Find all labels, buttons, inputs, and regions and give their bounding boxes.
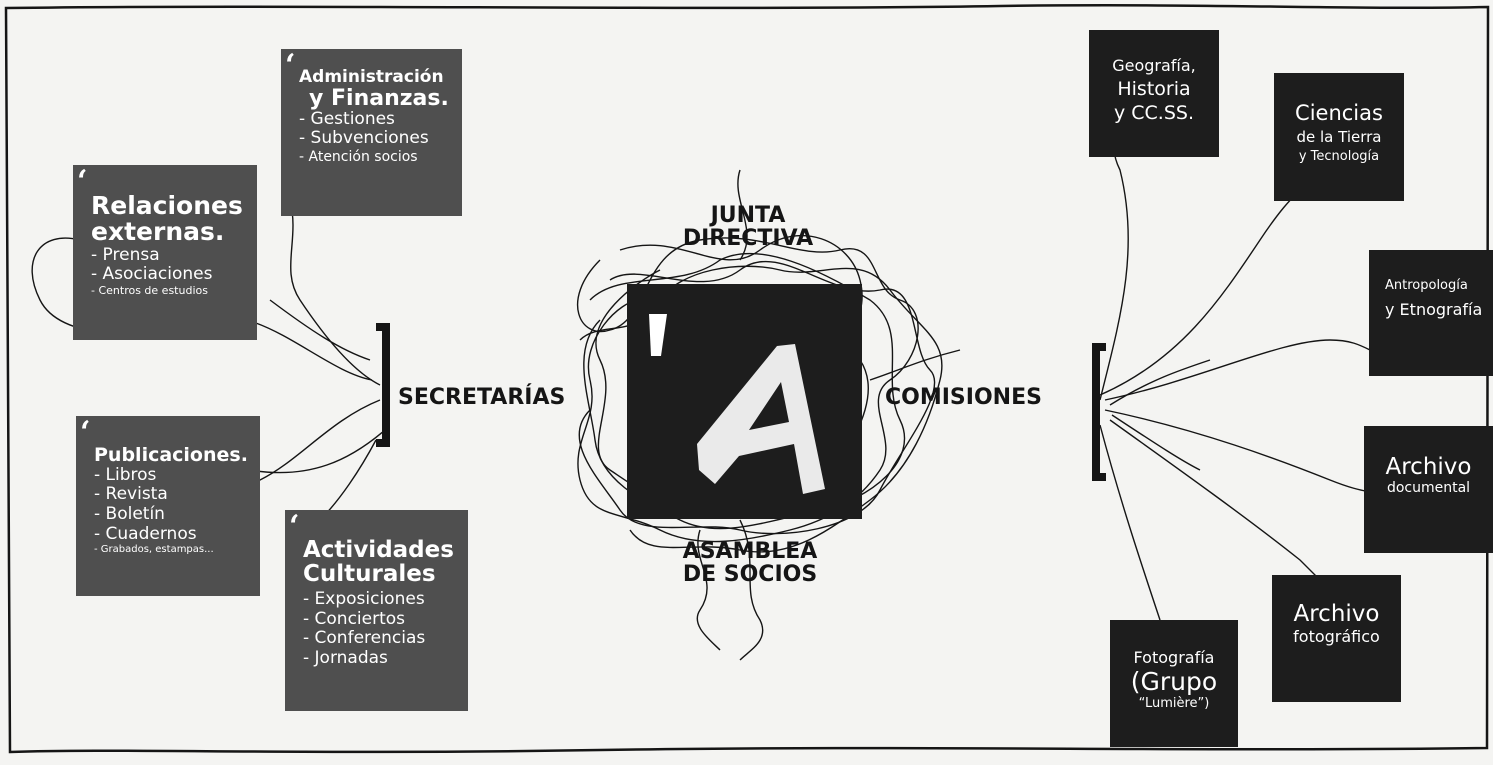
box-title: Relaciones xyxy=(91,191,243,220)
box-line: Antropología xyxy=(1385,278,1468,293)
box-line: Ciencias xyxy=(1295,101,1383,125)
label-line: DE SOCIOS xyxy=(682,562,818,588)
list-item: - Jornadas xyxy=(303,647,388,668)
comisiones-label: COMISIONES xyxy=(885,385,1042,410)
box-title: Culturales xyxy=(303,561,436,588)
box-line: “Lumière”) xyxy=(1138,696,1210,711)
box-line: y Tecnología xyxy=(1298,148,1380,164)
quote-mark-icon: ‘ xyxy=(289,509,300,544)
list-item: - Asociaciones xyxy=(91,264,213,285)
label-line: ASAMBLEA xyxy=(682,539,818,564)
item-list: - Gestiones - Subvenciones - Atención so… xyxy=(299,108,462,166)
box-line: (Grupo xyxy=(1130,667,1218,696)
list-item: - Cuadernos xyxy=(94,523,197,544)
junta-directiva-label: JUNTA DIRECTIVA xyxy=(668,204,828,250)
box-title: y Finanzas. xyxy=(309,85,449,111)
logo-a-icon xyxy=(649,314,825,494)
secretarias-bracket xyxy=(376,323,390,447)
box-archivo-fotografico: Archivo fotográfico xyxy=(1272,575,1401,702)
box-geografia: Geografía, Historia y CC.SS. xyxy=(1089,30,1219,157)
list-item: - Atención socios xyxy=(299,149,418,166)
item-list: - Exposiciones - Conciertos - Conferenci… xyxy=(303,590,468,668)
box-relaciones-externas: ‘ Relaciones externas. - Prensa - Asocia… xyxy=(73,165,257,340)
quote-mark-icon: ‘ xyxy=(285,48,296,83)
box-line: documental xyxy=(1386,480,1471,496)
comisiones-bracket xyxy=(1092,343,1106,481)
box-fotografia: Fotografía (Grupo “Lumière”) xyxy=(1110,620,1238,747)
box-line: fotográfico xyxy=(1293,627,1380,646)
list-item: - Centros de estudios xyxy=(91,283,208,297)
box-title: Administración xyxy=(299,67,444,87)
list-item: - Grabados, estampas... xyxy=(94,544,214,556)
logo-square xyxy=(627,284,862,519)
list-item: - Conciertos xyxy=(303,608,406,629)
box-antropologia: Antropología y Etnografía xyxy=(1369,250,1493,376)
label-line: DIRECTIVA xyxy=(682,226,814,252)
box-actividades-culturales: ‘ Actividades Culturales - Exposiciones … xyxy=(285,510,468,711)
box-line: Historia xyxy=(1117,77,1191,100)
list-item: - Gestiones xyxy=(299,108,395,129)
box-line: y Etnografía xyxy=(1385,299,1483,319)
box-line: y CC.SS. xyxy=(1113,102,1195,125)
label-line: JUNTA xyxy=(710,203,786,228)
item-list: - Prensa - Asociaciones - Centros de est… xyxy=(91,244,257,298)
box-administracion: ‘ Administración y Finanzas. - Gestiones… xyxy=(281,49,462,216)
list-item: - Conferencias xyxy=(303,628,426,649)
box-line: Geografía, xyxy=(1112,56,1196,75)
secretarias-label: SECRETARÍAS xyxy=(398,385,566,410)
box-line: Archivo xyxy=(1293,601,1380,627)
box-title: Publicaciones. xyxy=(94,444,248,466)
list-item: - Prensa xyxy=(91,244,160,265)
box-line: Archivo xyxy=(1385,454,1472,480)
quote-mark-icon: ‘ xyxy=(77,164,88,199)
box-line: de la Tierra xyxy=(1296,128,1382,147)
list-item: - Exposiciones xyxy=(303,589,425,610)
quote-mark-icon: ‘ xyxy=(80,415,91,450)
box-title: Actividades xyxy=(303,537,454,563)
asamblea-socios-label: ASAMBLEA DE SOCIOS xyxy=(660,540,840,586)
box-archivo-documental: Archivo documental xyxy=(1364,426,1493,553)
item-list: - Libros - Revista - Boletín - Cuadernos… xyxy=(94,464,260,556)
list-item: - Libros xyxy=(94,464,157,485)
list-item: - Subvenciones xyxy=(299,128,429,149)
box-publicaciones: ‘ Publicaciones. - Libros - Revista - Bo… xyxy=(76,416,260,596)
box-title: externas. xyxy=(91,217,225,247)
list-item: - Boletín xyxy=(94,504,165,525)
box-ciencias: Ciencias de la Tierra y Tecnología xyxy=(1274,73,1404,201)
list-item: - Revista xyxy=(94,484,168,505)
box-line: Fotografía xyxy=(1133,648,1215,667)
